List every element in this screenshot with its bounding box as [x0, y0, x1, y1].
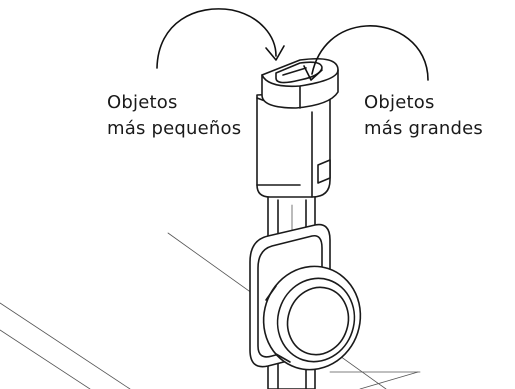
top-cap: [261, 57, 339, 109]
label-larger-line1: Objetos: [364, 92, 435, 113]
arrow-smaller-objects: [156, 8, 285, 69]
label-larger-objects: Objetos más grandes: [364, 90, 483, 142]
arrow-larger-objects: [303, 25, 429, 81]
label-smaller-objects: Objetos más pequeños: [107, 90, 241, 142]
magnifier-lens: [262, 265, 362, 371]
label-smaller-line2: más pequeños: [107, 118, 242, 139]
label-smaller-line1: Objetos: [107, 92, 178, 113]
label-larger-line2: más grandes: [364, 118, 484, 139]
